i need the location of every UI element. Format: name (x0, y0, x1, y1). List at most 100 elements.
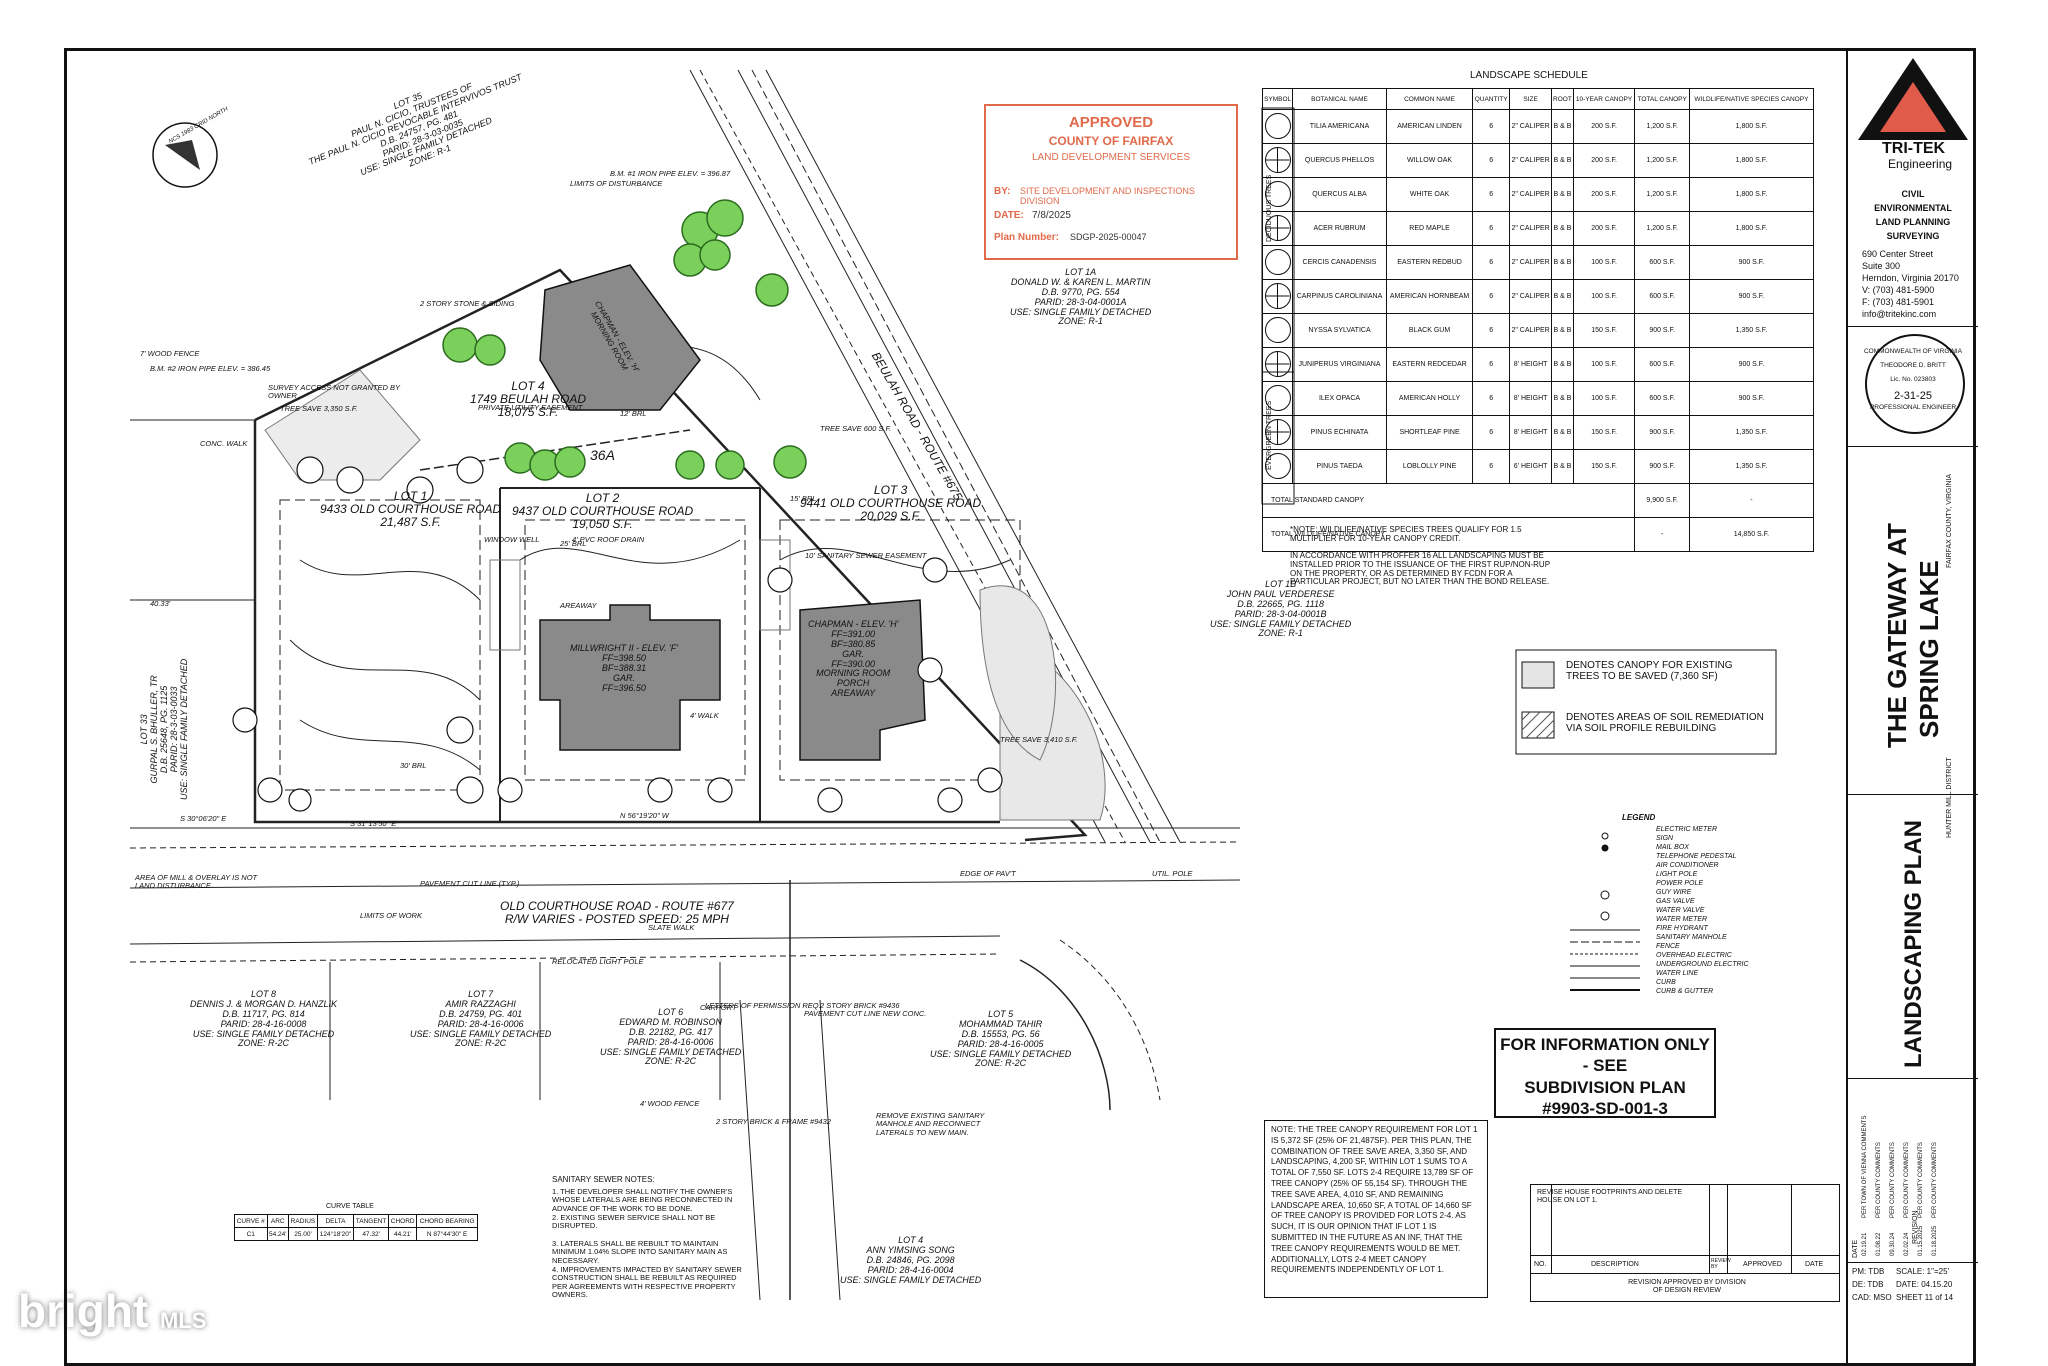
house-lot4 (539, 264, 701, 411)
approval-date-value: 7/8/2025 (1032, 210, 1071, 221)
seal-line: PROFESSIONAL ENGINEER (1869, 404, 1957, 411)
schedule-header-7: TOTAL CANOPY (1634, 88, 1690, 110)
sanitary-edge-2 (819, 999, 841, 1301)
schedule-cell: B & B (1551, 415, 1574, 450)
schedule-cell: 1,800 S.F. (1688, 143, 1815, 178)
schedule-cell: 6 (1472, 177, 1510, 212)
plan-label-line: D.B. 22182, PG. 417 (629, 1026, 713, 1037)
tree-symbol-icon (1264, 214, 1291, 241)
schedule-cell: 8' HEIGHT (1508, 415, 1553, 450)
plan-label-line: 20,029 S.F. (860, 509, 921, 524)
plan-annotation: RELOCATED LIGHT POLE (552, 957, 644, 966)
revision-date: 02.19.21 (1862, 1232, 1868, 1256)
curve-cell: 47.32' (352, 1227, 390, 1241)
pe-seal (1865, 334, 1965, 434)
house-lot2 (539, 604, 721, 751)
legend-item: ELECTRIC METER (1656, 826, 1718, 833)
revision-desc: PER COUNTY COMMENTS (1932, 1142, 1938, 1218)
plan-label-line: 21,487 S.F. (380, 515, 441, 530)
tb-date: DATE: 04.15.20 (1896, 1280, 1953, 1289)
schedule-header-5: ROOT (1551, 88, 1574, 110)
firm-service: SURVEYING (1886, 231, 1940, 241)
schedule-cell: 1,800 S.F. (1688, 109, 1815, 144)
plan-annotation: 2 STORY BRICK #9436 (820, 1001, 900, 1010)
plan-label-line: ZONE: R-1 (1258, 628, 1303, 639)
tree-12 (937, 787, 963, 813)
sewer-notes-title: SANITARY SEWER NOTES: (552, 1175, 655, 1184)
contour-3 (299, 719, 481, 771)
schedule-symbol (1261, 347, 1294, 382)
rev-col-date: DATE (1805, 1261, 1824, 1268)
revision-date: 01.08.22 (1876, 1232, 1882, 1256)
tritek-logo-icon (1858, 58, 1968, 140)
schedule-cell: JUNIPERUS VIRGINIANA (1292, 347, 1387, 382)
plan-label-line: ZONE: R-2C (645, 1056, 697, 1067)
soil-hatch-1 (489, 559, 521, 651)
plan-annotation: WINDOW WELL (484, 535, 540, 544)
plan-label-line: DENNIS J. & MORGAN D. HANZLIK (190, 998, 338, 1009)
approval-stamp: APPROVED COUNTY OF FAIRFAX LAND DEVELOPM… (984, 104, 1238, 260)
revision-date: 01.15.2025 (1918, 1225, 1924, 1256)
total-std-label: TOTAL STANDARD CANOPY (1261, 483, 1636, 518)
plan-label-line: ZONE: R-2C (455, 1038, 507, 1049)
approval-plan-label: Plan Number: (994, 232, 1060, 243)
tree-green-10 (554, 446, 586, 478)
outlot-label: 36A (590, 447, 615, 463)
plan-label-line: MORNING ROOM (816, 668, 891, 679)
north-arrow (152, 122, 218, 188)
plan-label-line: USE: SINGLE FAMILY DETACHED (840, 1274, 982, 1285)
tree-5 (257, 777, 283, 803)
plan-label-line: LOT 1B (1265, 579, 1297, 589)
schedule-cell: 6 (1472, 313, 1510, 348)
total-std-value: 9,900 S.F. (1634, 483, 1690, 518)
total-wild-value: 14,850 S.F. (1688, 517, 1815, 552)
schedule-cell: B & B (1551, 279, 1574, 314)
legend-sym-power (1601, 844, 1609, 852)
schedule-cell: 6 (1472, 279, 1510, 314)
schedule-cell: 2" CALIPER (1508, 177, 1553, 212)
schedule-cell: 6' HEIGHT (1508, 449, 1553, 484)
legend-item: FIRE HYDRANT (1656, 925, 1708, 932)
schedule-symbol (1261, 313, 1294, 348)
schedule-cell: 100 S.F. (1572, 347, 1636, 382)
schedule-cell: PINUS ECHINATA (1292, 415, 1387, 450)
plan-annotation: PAVEMENT CUT LINE (TYP.) (420, 879, 520, 888)
schedule-cell: QUERCUS PHELLOS (1292, 143, 1387, 178)
schedule-cell: 600 S.F. (1634, 347, 1690, 382)
plan-label-line: USE: SINGLE FAMILY DETACHED (410, 1028, 552, 1039)
plan-annotation: 2 STORY BRICK & FRAME #9432 (716, 1117, 831, 1126)
courthouse-road-edge-3 (129, 879, 1241, 889)
plan-label-line: OLD COURTHOUSE ROAD - ROUTE #677 (500, 899, 734, 913)
total-wild-label: TOTAL WILDLIFE/NATIVE CANOPY (1261, 517, 1636, 552)
plan-label-line: LOT 8 (251, 989, 277, 999)
schedule-cell: 2" CALIPER (1508, 245, 1553, 280)
plan-label-line: USE: SINGLE FAMILY DETACHED (930, 1048, 1072, 1059)
plan-label-line: LOT 4 (898, 1235, 924, 1245)
schedule-cell: 1,200 S.F. (1634, 143, 1690, 178)
plan-annotation: LIMITS OF WORK (360, 911, 422, 920)
plan-label-line: GAR. (842, 648, 865, 659)
schedule-cell: B & B (1551, 381, 1574, 416)
plan-annotation: N 56°19'20" W (620, 811, 669, 820)
tree-green-2 (706, 199, 744, 237)
tb-sheet: SHEET 11 of 14 (1896, 1293, 1954, 1302)
plan-label-line: ZONE: R-1 (1058, 316, 1103, 327)
tree-symbol-icon (1264, 146, 1291, 173)
firm-sub: Engineering (1888, 157, 1953, 171)
tree-6 (446, 716, 474, 744)
tree-green-7 (474, 334, 506, 366)
schedule-cell: NYSSA SYLVATICA (1292, 313, 1387, 348)
plan-label-line: 1749 BEULAH ROAD (470, 392, 587, 407)
contour-5 (519, 539, 741, 564)
plan-label-line: LOT 4 (511, 379, 545, 393)
